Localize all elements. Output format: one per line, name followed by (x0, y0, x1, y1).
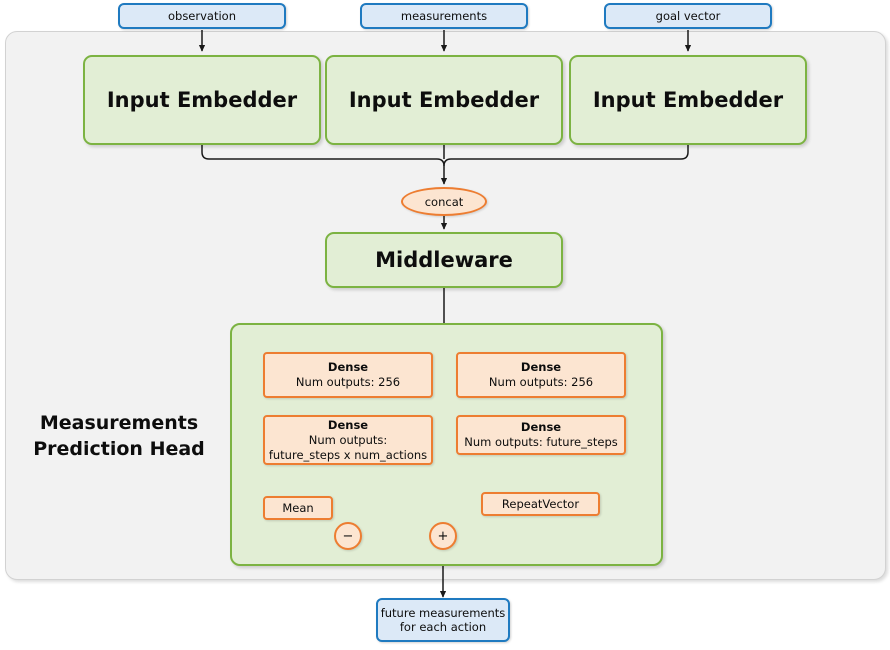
right-dense-2-detail: Num outputs: future_steps (464, 435, 618, 449)
input-embedder-3[interactable]: Input Embedder (569, 55, 807, 145)
input-embedder-1-label: Input Embedder (106, 88, 298, 112)
output-future-measurements[interactable]: future measurements for each action (376, 598, 510, 642)
output-line2: for each action (399, 620, 487, 634)
subtract-symbol: − (342, 528, 354, 544)
input-embedder-1[interactable]: Input Embedder (83, 55, 321, 145)
left-dense-1-title: Dense (327, 360, 369, 374)
right-dense-2[interactable]: Dense Num outputs: future_steps (456, 415, 626, 455)
right-dense-1-title: Dense (520, 360, 562, 374)
input-embedder-2-label: Input Embedder (348, 88, 540, 112)
mean-node[interactable]: Mean (263, 496, 333, 520)
middleware-label: Middleware (375, 248, 513, 272)
input-embedder-2[interactable]: Input Embedder (325, 55, 563, 145)
input-embedder-3-label: Input Embedder (592, 88, 784, 112)
input-goal-vector-label: goal vector (655, 9, 721, 23)
add-symbol: + (437, 528, 449, 544)
input-measurements[interactable]: measurements (360, 3, 528, 29)
repeat-vector-node[interactable]: RepeatVector (481, 492, 600, 516)
middleware-block[interactable]: Middleware (325, 232, 563, 288)
head-title: Measurements Prediction Head (16, 410, 222, 462)
output-line1: future measurements (380, 606, 506, 620)
concat-node[interactable]: concat (401, 187, 487, 216)
left-dense-2-detail-line2: future_steps x num_actions (268, 447, 428, 462)
right-dense-1-detail: Num outputs: 256 (488, 375, 594, 389)
left-dense-2-detail-line1: Num outputs: (308, 432, 388, 447)
right-dense-2-title: Dense (520, 420, 562, 434)
head-title-line1: Measurements (39, 412, 199, 434)
repeat-vector-label: RepeatVector (501, 496, 580, 511)
right-dense-1[interactable]: Dense Num outputs: 256 (456, 352, 626, 398)
add-op[interactable]: + (429, 522, 457, 550)
left-dense-2-title: Dense (327, 417, 369, 432)
mean-label: Mean (282, 500, 314, 515)
left-dense-1[interactable]: Dense Num outputs: 256 (263, 352, 433, 398)
left-dense-1-detail: Num outputs: 256 (295, 375, 401, 389)
input-observation[interactable]: observation (118, 3, 286, 29)
input-goal-vector[interactable]: goal vector (604, 3, 772, 29)
subtract-op[interactable]: − (334, 522, 362, 550)
input-measurements-label: measurements (400, 9, 488, 23)
input-observation-label: observation (167, 9, 236, 23)
left-dense-2[interactable]: Dense Num outputs: future_steps x num_ac… (263, 415, 433, 465)
concat-label: concat (424, 194, 464, 209)
head-title-line2: Prediction Head (33, 438, 205, 460)
